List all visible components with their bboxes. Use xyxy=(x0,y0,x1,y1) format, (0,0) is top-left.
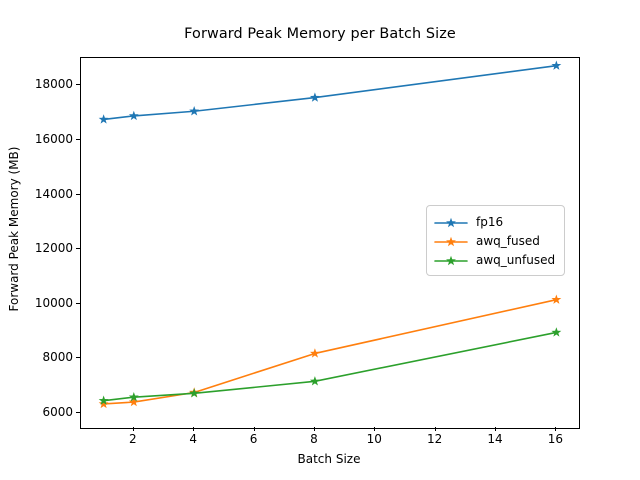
y-axis-tick-marks xyxy=(0,57,80,427)
y-tick-mark xyxy=(76,84,80,86)
series-line xyxy=(102,331,558,402)
y-axis-label: Forward Peak Memory (MB) xyxy=(7,146,21,312)
series-marker xyxy=(551,327,562,337)
y-axis-tick-labels: 6000 8000 10000 12000 14000 16000 18000 xyxy=(0,57,73,427)
y-tick-mark xyxy=(76,248,80,250)
series-line xyxy=(102,298,558,405)
x-tick-mark xyxy=(374,427,376,431)
y-tick-mark xyxy=(76,357,80,359)
legend-label: awq_unfused xyxy=(476,252,556,267)
series-marker xyxy=(98,114,109,124)
x-tick-label: 12 xyxy=(426,432,443,446)
x-tick-label: 10 xyxy=(366,432,382,446)
series-marker xyxy=(128,110,139,121)
legend-item-awq_fused[interactable]: awq_fused xyxy=(434,231,555,250)
x-tick-label: 2 xyxy=(128,432,137,446)
legend-label: awq_fused xyxy=(476,233,540,248)
y-tick-label: 16000 xyxy=(34,131,73,146)
series-fp16 xyxy=(98,60,562,124)
legend-line-marker-icon xyxy=(434,234,468,248)
y-tick-label: 8000 xyxy=(42,350,73,365)
series-marker xyxy=(551,294,562,304)
legend-label: fp16 xyxy=(476,214,504,229)
y-tick-mark xyxy=(76,193,80,195)
y-tick-label: 14000 xyxy=(34,186,73,201)
x-tick-mark xyxy=(434,427,436,431)
series-marker xyxy=(189,106,200,116)
x-tick-label: 16 xyxy=(547,432,563,446)
y-tick-mark xyxy=(76,138,80,140)
y-tick-label: 12000 xyxy=(34,241,73,256)
x-tick-label: 6 xyxy=(249,432,258,446)
x-tick-label: 14 xyxy=(487,432,503,446)
series-marker xyxy=(551,60,562,70)
series-marker xyxy=(189,388,200,398)
series-marker xyxy=(128,396,139,407)
legend-line-marker-icon xyxy=(434,253,468,267)
y-tick-label: 18000 xyxy=(34,77,73,92)
x-tick-mark xyxy=(555,427,557,431)
x-tick-mark xyxy=(193,427,195,431)
series-marker xyxy=(98,398,109,409)
series-marker xyxy=(98,395,109,405)
legend-line-marker-icon xyxy=(434,215,468,229)
x-axis-label: Batch Size xyxy=(297,452,361,466)
plot-area xyxy=(80,57,580,429)
series-marker xyxy=(128,391,139,402)
series-marker xyxy=(309,92,320,102)
series-awq_unfused xyxy=(98,327,562,405)
series-marker xyxy=(309,376,320,386)
legend-item-fp16[interactable]: fp16 xyxy=(434,212,555,231)
x-axis-tick-marks xyxy=(80,427,578,433)
series-marker xyxy=(309,348,320,358)
x-tick-mark xyxy=(132,427,134,431)
y-tick-label: 6000 xyxy=(42,404,73,419)
x-tick-mark xyxy=(495,427,496,431)
legend-item-awq_unfused[interactable]: awq_unfused xyxy=(434,250,555,269)
series-line xyxy=(102,64,558,121)
x-tick-mark xyxy=(313,427,315,431)
x-tick-label: 4 xyxy=(189,432,197,446)
x-axis-tick-labels: 2 4 6 8 10 12 14 16 xyxy=(80,432,578,452)
x-tick-mark xyxy=(253,427,255,431)
y-tick-label: 10000 xyxy=(34,295,73,310)
y-tick-mark xyxy=(76,411,80,413)
x-tick-label: 8 xyxy=(310,432,318,446)
series-awq_fused xyxy=(98,294,562,409)
plot-series-svg xyxy=(98,60,562,409)
chart-title: Forward Peak Memory per Batch Size xyxy=(184,26,456,42)
chart-legend: fp16 awq_fused awq_unfused xyxy=(426,205,566,276)
y-tick-mark xyxy=(76,302,80,304)
